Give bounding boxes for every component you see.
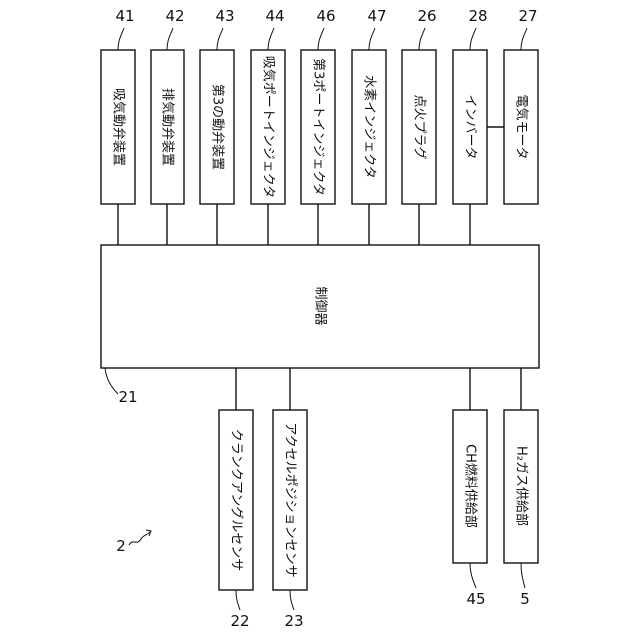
ref-43: 43 [215,7,234,25]
leader-21 [105,368,118,394]
leader-42 [167,28,173,50]
ref-23: 23 [284,612,303,630]
leader-28 [470,28,476,50]
leader-23 [290,590,294,610]
label-26: 点火プラグ [412,94,427,159]
ref-22: 22 [230,612,249,630]
ref-41: 41 [115,7,134,25]
ref-28: 28 [468,7,487,25]
leader-46 [318,28,324,50]
leader-41 [118,28,124,50]
ref-5: 5 [520,590,530,608]
leader-22 [236,590,240,610]
label-42: 排気動弁装置 [160,88,176,166]
system-arrow [129,531,151,545]
label-46: 第3ポートインジェクタ [311,58,326,196]
leader-43 [217,28,223,50]
ref-45: 45 [466,590,485,608]
label-27: 電気モータ [514,94,530,159]
leader-44 [268,28,274,50]
ref-46: 46 [316,7,335,25]
leader-45 [470,563,476,588]
label-47: 水素インジェクタ [362,75,377,178]
ref-26: 26 [417,7,436,25]
label-41: 吸気動弁装置 [111,88,127,166]
ref-27: 27 [518,7,537,25]
leader-27 [521,28,527,50]
ref-21: 21 [118,388,137,406]
ref-2: 2 [116,537,126,555]
ref-44: 44 [265,7,284,25]
leader-47 [369,28,375,50]
label-23: アクセルポジションセンサ [283,422,298,577]
label-5: H₂ガス供給部 [514,446,529,526]
leader-5 [521,563,525,588]
controller-label: 制御器 [313,286,328,325]
label-28: インバータ [463,94,478,159]
leader-26 [419,28,425,50]
label-43: 第3の動弁装置 [210,84,225,170]
label-44: 吸気ポートインジェクタ [261,56,277,198]
label-45: CH燃料供給部 [463,444,479,528]
ref-42: 42 [165,7,184,25]
ref-47: 47 [367,7,386,25]
label-22: クランクアングルセンサ [229,429,244,571]
